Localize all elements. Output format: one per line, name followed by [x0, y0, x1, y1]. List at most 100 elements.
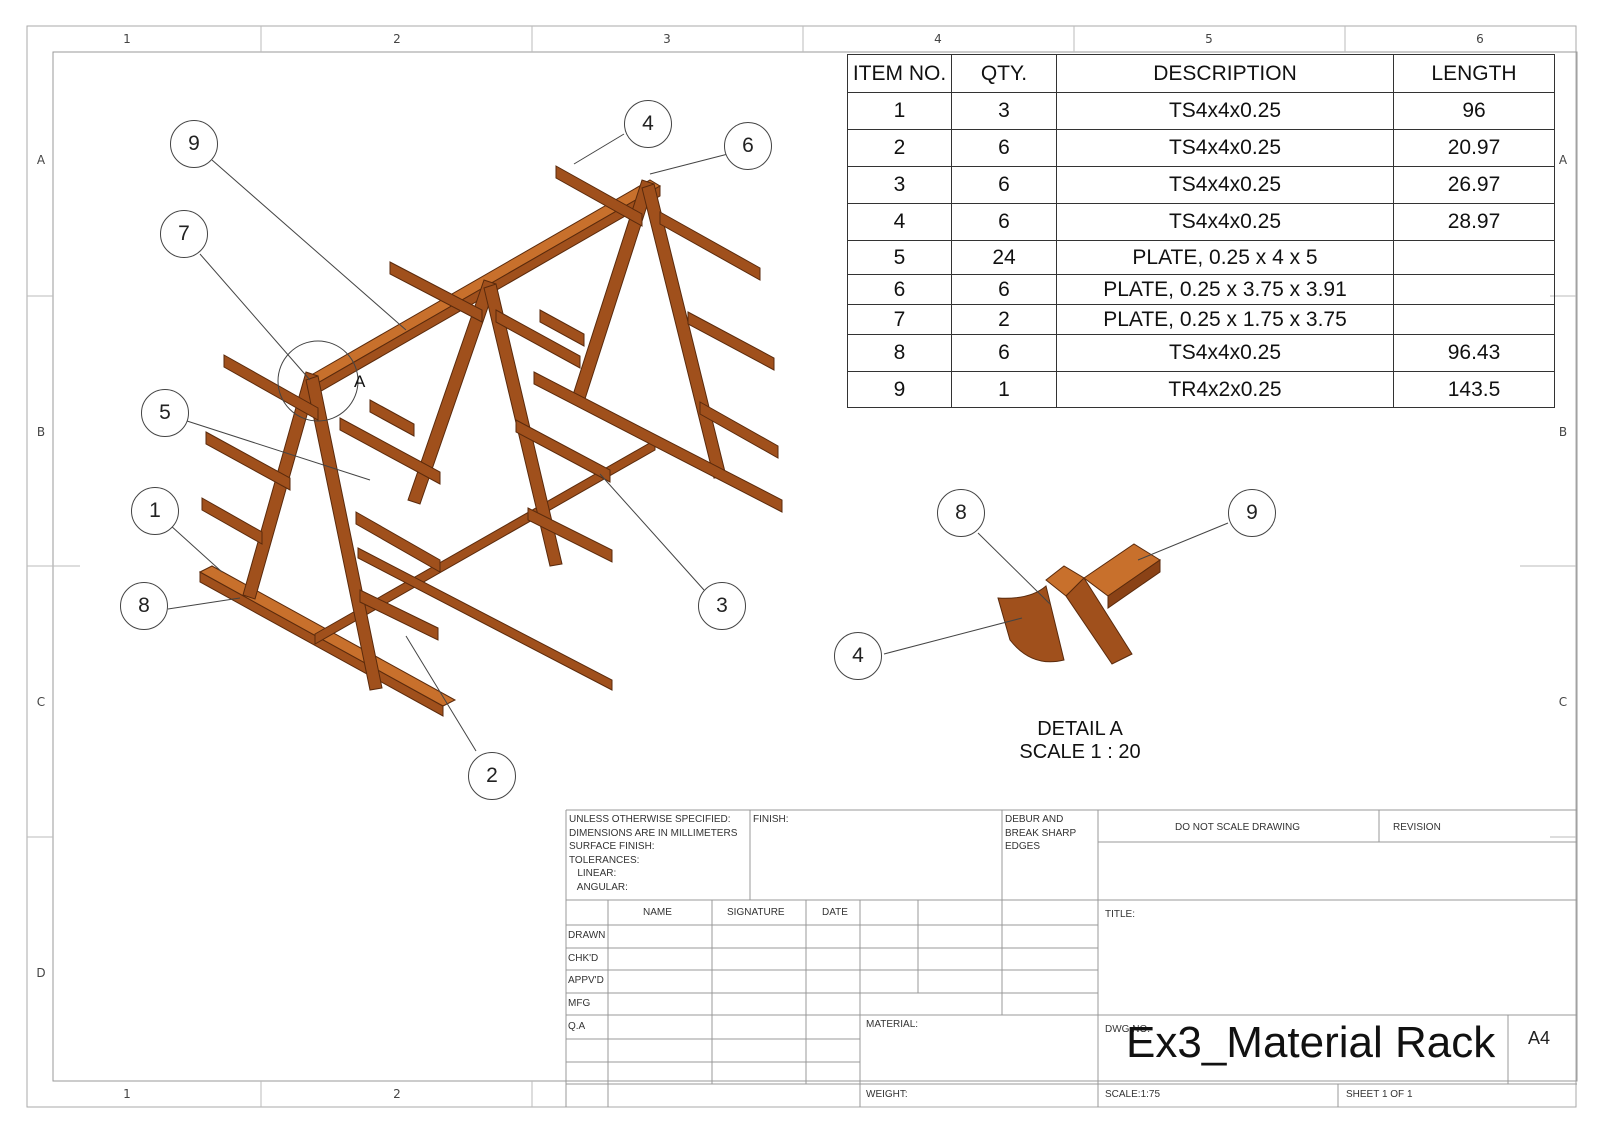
general-notes: UNLESS OTHERWISE SPECIFIED: DIMENSIONS A…: [569, 814, 738, 893]
base-runner-rear: [357, 547, 613, 691]
arm-7: [539, 309, 585, 347]
rear-runner: [533, 371, 783, 513]
bom-cell-description: TS4x4x0.25: [1056, 334, 1394, 372]
zone-col-6: 6: [1476, 32, 1484, 46]
detail-callout-balloon: 9: [1228, 489, 1276, 537]
bom-cell-description: TS4x4x0.25: [1056, 92, 1394, 130]
bom-cell-length: 143.5: [1393, 371, 1555, 408]
sheet-number: SHEET 1 OF 1: [1346, 1089, 1413, 1100]
title-block-grid: [565, 809, 1577, 1107]
bom-header-row: ITEM NO. QTY. DESCRIPTION LENGTH: [847, 54, 1555, 93]
bom-header-qty: QTY.: [951, 54, 1057, 93]
title-label: TITLE:: [1105, 909, 1136, 920]
callout-balloon: 6: [724, 122, 772, 170]
bom-cell-length: 20.97: [1393, 129, 1555, 167]
zone-row-b: B: [36, 425, 46, 439]
bom-cell-length: 96: [1393, 92, 1555, 130]
bom-cell-item: 5: [847, 240, 952, 275]
col-header-date: DATE: [822, 907, 848, 918]
callout-balloon: 7: [160, 210, 208, 258]
col-header-name: NAME: [643, 907, 672, 918]
bom-cell-item: 1: [847, 92, 952, 130]
zone-col-3: 3: [663, 32, 671, 46]
finish-label: FINISH:: [753, 814, 789, 825]
zone-row-b-right: B: [1558, 425, 1568, 439]
bom-header-item: ITEM NO.: [847, 54, 952, 93]
bom-cell-item: 6: [847, 274, 952, 305]
bom-cell-qty: 6: [951, 166, 1057, 204]
bom-cell-length: 28.97: [1393, 203, 1555, 241]
arm-14: [659, 211, 761, 281]
row-label-qa: Q.A: [568, 1021, 586, 1032]
bom-cell-qty: 6: [951, 129, 1057, 167]
callout-balloon: 4: [624, 100, 672, 148]
detail-plate: [997, 585, 1065, 663]
detail-callout-balloon: 8: [937, 489, 985, 537]
callout-balloon: 5: [141, 389, 189, 437]
arm-10: [359, 589, 439, 641]
bom-cell-length: [1393, 274, 1555, 305]
arm-1: [223, 354, 319, 421]
bom-cell-qty: 6: [951, 203, 1057, 241]
bom-header-description: DESCRIPTION: [1056, 54, 1394, 93]
frame-1-leg-right: [305, 375, 383, 691]
arm-13: [527, 507, 613, 563]
weight-label: WEIGHT:: [866, 1089, 908, 1100]
dwg-no-label: DWG NO.: [1105, 1024, 1150, 1035]
arm-15: [687, 311, 775, 371]
zone-row-c-right: C: [1558, 695, 1568, 709]
arm-3: [201, 497, 263, 545]
bom-cell-description: TS4x4x0.25: [1056, 129, 1394, 167]
detail-leg: [1065, 577, 1133, 665]
callout-balloon: 1: [131, 487, 179, 535]
col-header-signature: SIGNATURE: [727, 907, 785, 918]
detail-scale: SCALE 1 : 20: [1019, 741, 1141, 763]
bom-cell-description: PLATE, 0.25 x 4 x 5: [1056, 240, 1394, 275]
bom-cell-qty: 24: [951, 240, 1057, 275]
bom-cell-item: 2: [847, 129, 952, 167]
bom-cell-length: [1393, 304, 1555, 335]
detail-a-view: [997, 543, 1161, 665]
bom-cell-item: 3: [847, 166, 952, 204]
bom-header-length: LENGTH: [1393, 54, 1555, 93]
arm-11: [495, 309, 581, 369]
sheet-size: A4: [1528, 1028, 1551, 1048]
zone-row-d: D: [36, 966, 46, 980]
zone-row-a-right: A: [1558, 153, 1568, 167]
bom-cell-qty: 6: [951, 274, 1057, 305]
rack-isometric-view: [198, 165, 783, 717]
arm-6: [555, 165, 643, 227]
leader-lines: [167, 133, 1229, 752]
bom-cell-item: 4: [847, 203, 952, 241]
callout-balloon: 8: [120, 582, 168, 630]
zone-col-4: 4: [934, 32, 942, 46]
revision-label: REVISION: [1393, 822, 1441, 833]
callout-balloon: 3: [698, 582, 746, 630]
bom-cell-description: PLATE, 0.25 x 1.75 x 3.75: [1056, 304, 1394, 335]
arm-16: [699, 401, 779, 459]
row-label-drawn: DRAWN: [568, 930, 606, 941]
detail-caption: DETAIL A SCALE 1 : 20: [960, 718, 1200, 764]
zone-col-5: 5: [1205, 32, 1213, 46]
bom-cell-description: TS4x4x0.25: [1056, 203, 1394, 241]
bom-cell-description: PLATE, 0.25 x 3.75 x 3.91: [1056, 274, 1394, 305]
zone-col-1: 1: [123, 32, 131, 46]
arm-12: [515, 419, 611, 483]
base-runner-front: [199, 571, 444, 717]
bom-cell-length: [1393, 240, 1555, 275]
bom-cell-item: 8: [847, 334, 952, 372]
detail-callout-balloon: 4: [834, 632, 882, 680]
bom-cell-qty: 2: [951, 304, 1057, 335]
zone-row-c: C: [36, 695, 46, 709]
zone-col-2-bottom: 2: [393, 1087, 401, 1101]
detail-a-circle: [277, 340, 359, 422]
zone-row-a: A: [36, 153, 46, 167]
zone-col-1-bottom: 1: [123, 1087, 131, 1101]
detail-title: DETAIL A: [1037, 718, 1123, 740]
